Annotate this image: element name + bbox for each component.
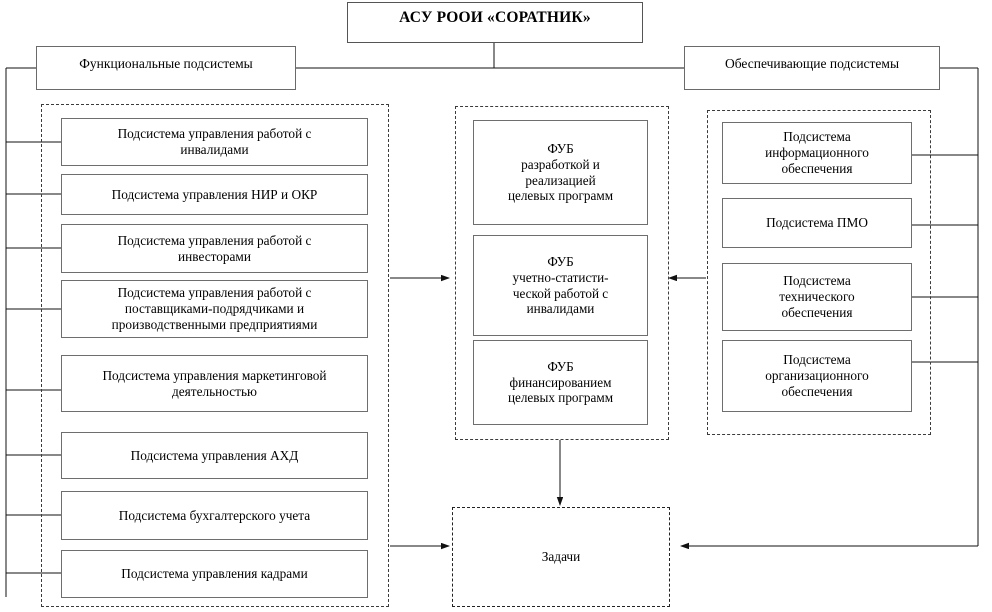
functional-subsystem-box-3[interactable]: Подсистема управления работой с инвестор… <box>61 224 368 273</box>
tasks-box-label: Задачи <box>541 549 581 564</box>
group-fub-blocks <box>455 106 669 440</box>
functional-subsystem-label-1: Подсистема управления работой с инвалида… <box>117 126 312 157</box>
supporting-subsystem-box-3[interactable]: Подсистема технического обеспечения <box>722 263 912 331</box>
supporting-subsystem-box-4[interactable]: Подсистема организационного обеспечения <box>722 340 912 412</box>
functional-subsystem-box-2[interactable]: Подсистема управления НИР и ОКР <box>61 174 368 215</box>
supporting-subsystem-label-3: Подсистема технического обеспечения <box>779 273 855 320</box>
functional-subsystem-box-6[interactable]: Подсистема управления АХД <box>61 432 368 479</box>
functional-subsystem-label-3: Подсистема управления работой с инвестор… <box>117 232 312 264</box>
supporting-subsystem-box-1[interactable]: Подсистема информационного обеспечения <box>722 122 912 184</box>
group-functional-subsystems <box>41 104 389 607</box>
fub-label-2: ФУБ учетно-статисти- ческой работой с ин… <box>512 254 609 317</box>
header-functional-label: Функциональные подсистемы <box>79 56 253 71</box>
fub-label-1: ФУБ разработкой и реализацией целевых пр… <box>507 141 614 204</box>
supporting-subsystem-label-1: Подсистема информационного обеспечения <box>765 129 869 176</box>
functional-subsystem-box-1[interactable]: Подсистема управления работой с инвалида… <box>61 118 368 166</box>
functional-subsystem-box-4[interactable]: Подсистема управления работой с поставщи… <box>61 280 368 338</box>
fub-label-3: ФУБ финансированием целевых программ <box>507 359 614 406</box>
supporting-subsystem-label-2: Подсистема ПМО <box>766 215 868 231</box>
supporting-subsystem-label-4: Подсистема организационного обеспечения <box>765 352 869 399</box>
header-functional-subsystems: Функциональные подсистемы <box>36 46 296 90</box>
functional-subsystem-box-5[interactable]: Подсистема управления маркетинговой деят… <box>61 355 368 412</box>
functional-subsystem-label-5: Подсистема управления маркетинговой деят… <box>102 367 327 399</box>
header-supporting-label: Обеспечивающие подсистемы <box>724 56 900 71</box>
functional-subsystem-box-7[interactable]: Подсистема бухгалтерского учета <box>61 491 368 540</box>
header-supporting-subsystems: Обеспечивающие подсистемы <box>684 46 940 90</box>
functional-subsystem-label-7: Подсистема бухгалтерского учета <box>118 507 311 523</box>
tasks-box[interactable]: Задачи <box>452 507 670 607</box>
title-box-label: АСУ РООИ «СОРАТНИК» <box>399 9 591 26</box>
fub-box-3[interactable]: ФУБ финансированием целевых программ <box>473 340 648 425</box>
functional-subsystem-label-4: Подсистема управления работой с поставщи… <box>111 285 318 332</box>
fub-box-1[interactable]: ФУБ разработкой и реализацией целевых пр… <box>473 120 648 225</box>
functional-subsystem-label-8: Подсистема управления кадрами <box>121 566 308 582</box>
functional-subsystem-label-6: Подсистема управления АХД <box>130 447 299 463</box>
title-box: АСУ РООИ «СОРАТНИК» <box>347 2 643 43</box>
fub-box-2[interactable]: ФУБ учетно-статисти- ческой работой с ин… <box>473 235 648 336</box>
functional-subsystem-label-2: Подсистема управления НИР и ОКР <box>111 186 318 202</box>
group-supporting-subsystems <box>707 110 931 435</box>
functional-subsystem-box-8[interactable]: Подсистема управления кадрами <box>61 550 368 598</box>
supporting-subsystem-box-2[interactable]: Подсистема ПМО <box>722 198 912 248</box>
